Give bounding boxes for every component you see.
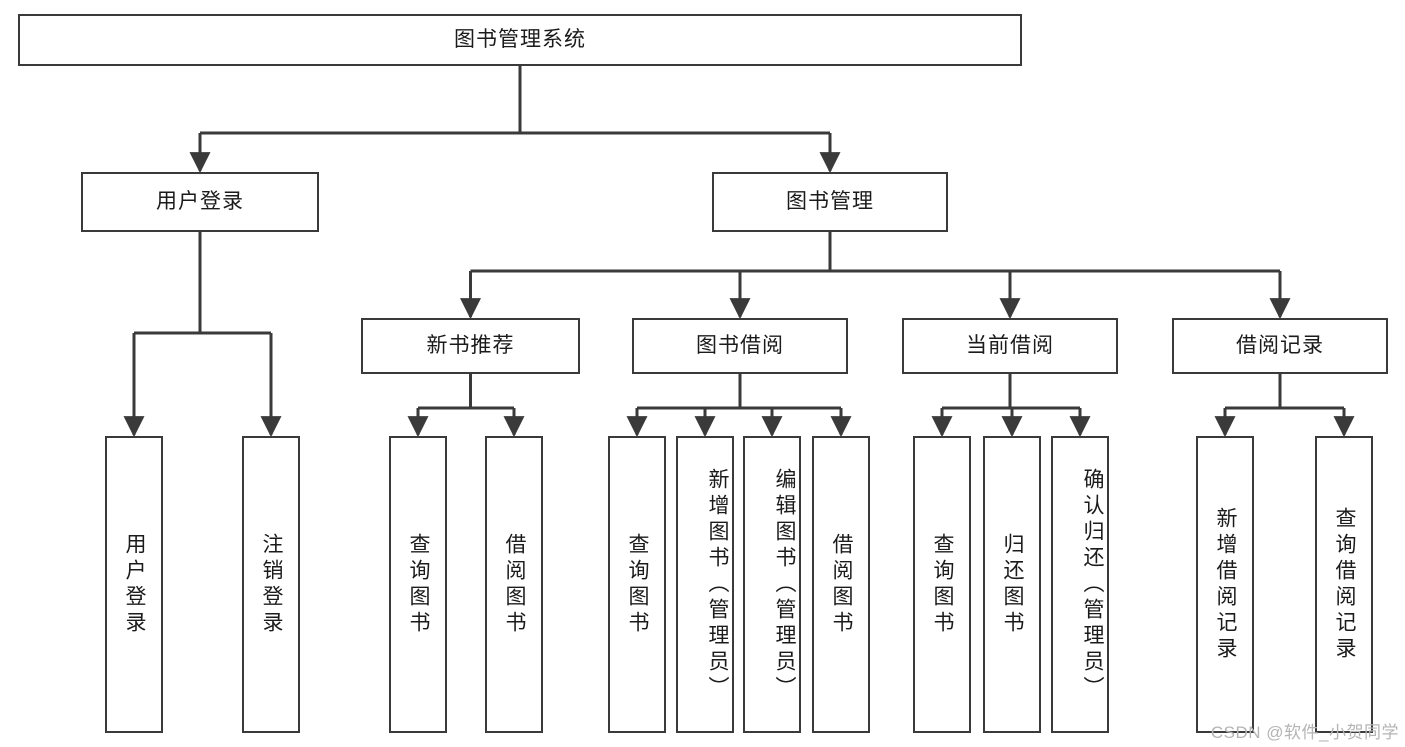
node-label: 新增借阅记录 <box>1214 506 1237 663</box>
node-label: 查询借阅记录 <box>1333 506 1356 663</box>
node-label: 查询图书 <box>931 532 954 637</box>
node-query-borrow-record[interactable]: 查询借阅记录 <box>1315 436 1373 733</box>
node-label: 编辑图书（管理员） <box>773 467 796 702</box>
node-label: 新书推荐 <box>426 334 515 358</box>
node-root[interactable]: 图书管理系统 <box>18 14 1022 66</box>
node-book-borrow[interactable]: 图书借阅 <box>632 318 848 374</box>
node-borrow-book-1[interactable]: 借阅图书 <box>485 436 543 733</box>
node-user-login-leaf[interactable]: 用户登录 <box>105 436 163 733</box>
node-user-login[interactable]: 用户登录 <box>81 172 319 232</box>
node-user-logout-leaf[interactable]: 注销登录 <box>242 436 300 733</box>
node-label: 查询图书 <box>407 532 430 637</box>
node-label: 图书管理 <box>786 190 874 214</box>
node-add-book-admin[interactable]: 新增图书（管理员） <box>676 436 734 733</box>
node-label: 注销登录 <box>260 532 283 637</box>
node-query-book-2[interactable]: 查询图书 <box>608 436 666 733</box>
node-label: 用户登录 <box>123 532 146 637</box>
node-label: 借阅记录 <box>1236 334 1324 358</box>
node-current-borrow[interactable]: 当前借阅 <box>902 318 1118 374</box>
node-label: 查询图书 <box>626 532 649 637</box>
node-borrow-record[interactable]: 借阅记录 <box>1172 318 1388 374</box>
node-return-book[interactable]: 归还图书 <box>983 436 1041 733</box>
node-label: 当前借阅 <box>966 334 1054 358</box>
node-edit-book-admin[interactable]: 编辑图书（管理员） <box>743 436 801 733</box>
node-borrow-book-2[interactable]: 借阅图书 <box>812 436 870 733</box>
node-label: 确认归还（管理员） <box>1081 467 1104 702</box>
node-new-book-rec[interactable]: 新书推荐 <box>361 318 580 374</box>
node-query-book-1[interactable]: 查询图书 <box>389 436 447 733</box>
node-label: 借阅图书 <box>830 532 853 637</box>
node-add-borrow-record[interactable]: 新增借阅记录 <box>1196 436 1254 733</box>
node-label: 借阅图书 <box>503 532 526 637</box>
node-label: 图书借阅 <box>696 334 784 358</box>
node-label: 归还图书 <box>1001 532 1024 637</box>
node-query-book-3[interactable]: 查询图书 <box>913 436 971 733</box>
csdn-watermark: CSDN @软件_小贺同学 <box>1210 723 1399 742</box>
node-confirm-return-admin[interactable]: 确认归还（管理员） <box>1051 436 1109 733</box>
node-label: 图书管理系统 <box>454 28 586 52</box>
node-label: 新增图书（管理员） <box>706 467 729 702</box>
node-label: 用户登录 <box>156 190 244 214</box>
node-book-manage[interactable]: 图书管理 <box>712 172 948 232</box>
